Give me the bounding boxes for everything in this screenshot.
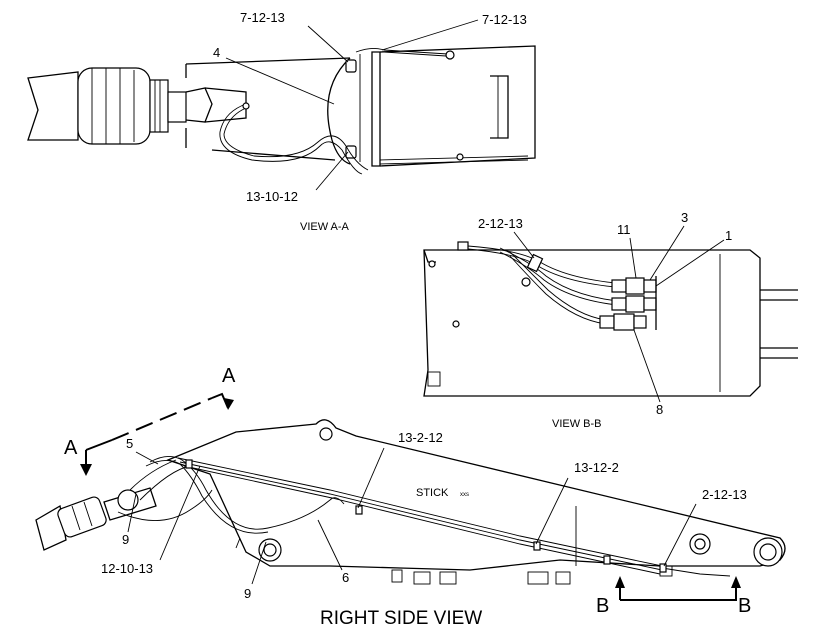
stick-label: STICK — [416, 487, 449, 499]
section-b-left-letter: B — [596, 595, 609, 617]
callout-item-9-mid: 9 — [244, 586, 251, 601]
callout-item-5: 5 — [126, 436, 133, 451]
section-a-marker: A A — [64, 365, 236, 476]
section-a-right-letter: A — [222, 365, 236, 387]
section-a-left-letter: A — [64, 437, 78, 459]
view-b-callouts: 2-12-13 11 3 1 8 — [478, 210, 732, 417]
stick-outline — [166, 419, 786, 585]
view-b-hoses — [457, 241, 657, 331]
section-b-right-letter: B — [738, 595, 751, 617]
callout-13-12-2: 13-12-2 — [574, 460, 619, 475]
callout-2-12-13-bb: 2-12-13 — [478, 216, 523, 231]
side-cylinder — [35, 487, 157, 551]
view-a-cylinder — [27, 67, 247, 145]
callout-item-8: 8 — [656, 402, 663, 417]
callout-12-10-13: 12-10-13 — [101, 561, 153, 576]
view-a-stick-box — [185, 45, 536, 175]
side-hoses — [117, 456, 731, 577]
view-b-title: VIEW B-B — [552, 418, 602, 430]
callout-2-12-13-side: 2-12-13 — [702, 487, 747, 502]
view-a-callouts: 7-12-13 7-12-13 4 13-10-12 — [213, 10, 527, 204]
callout-item-6: 6 — [342, 570, 349, 585]
callout-7-12-13-right: 7-12-13 — [482, 12, 527, 27]
callout-item-1: 1 — [725, 228, 732, 243]
section-b-marker: B B — [596, 576, 751, 617]
view-b-b: 2-12-13 11 3 1 8 VIEW B-B — [423, 210, 798, 430]
callout-item-4: 4 — [213, 45, 220, 60]
view-a-a: 7-12-13 7-12-13 4 13-10-12 VIEW A-A — [27, 10, 536, 233]
callout-7-12-13-left: 7-12-13 — [240, 10, 285, 25]
callout-item-9-left: 9 — [122, 532, 129, 547]
callout-item-11: 11 — [617, 222, 631, 237]
callout-item-3: 3 — [681, 210, 688, 225]
callout-13-10-12: 13-10-12 — [246, 189, 298, 204]
stick-sub-label: xxs — [460, 492, 469, 498]
callout-13-2-12: 13-2-12 — [398, 430, 443, 445]
view-b-stick-body — [423, 249, 798, 397]
view-a-title: VIEW A-A — [300, 221, 350, 233]
right-side-view-title: RIGHT SIDE VIEW — [320, 608, 482, 629]
right-side-view: A A — [35, 365, 786, 629]
side-view-callouts: 5 13-2-12 13-12-2 2-12-13 9 12-10-13 9 6 — [101, 430, 747, 601]
